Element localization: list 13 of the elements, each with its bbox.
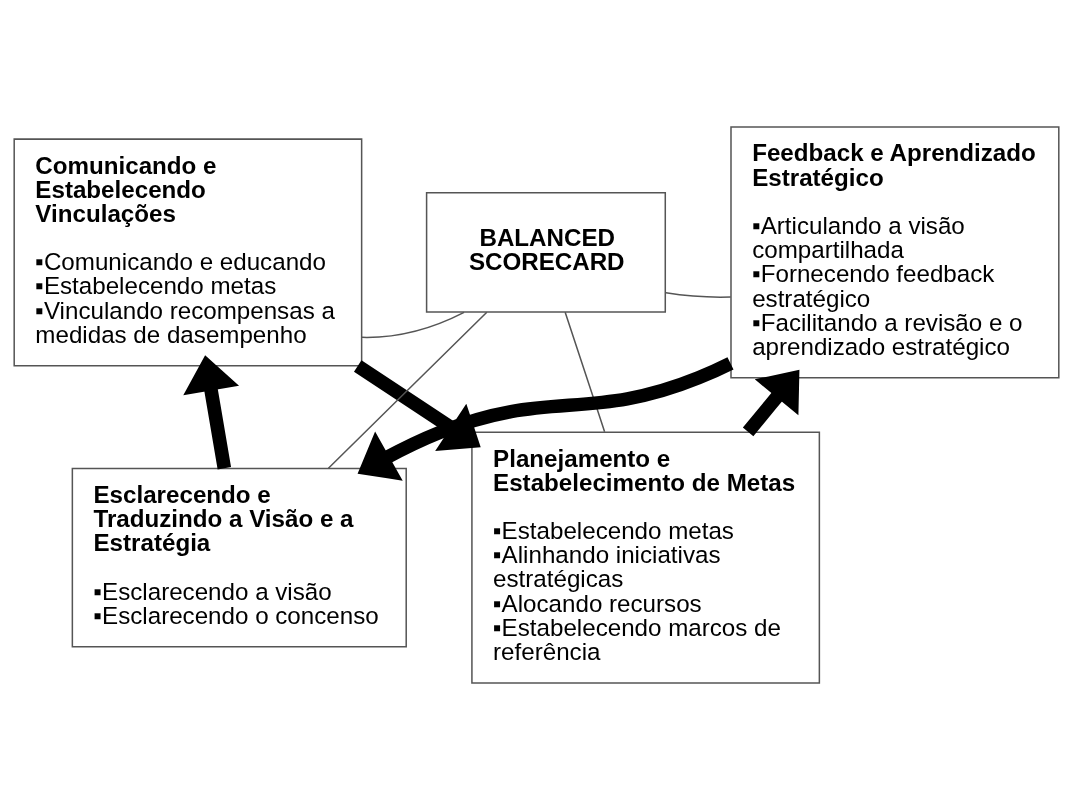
connector <box>361 311 465 339</box>
node-box: Comunicando e Estabelecendo Vinculações ▪Comunicando e educando ▪Estabelecendo metas ▪Vinculando recompensas a medidas de dasempenho <box>13 138 363 367</box>
node-box: BALANCED SCORECARD <box>425 192 667 313</box>
node-box: Planejamento e Estabelecimento de Metas ▪Estabelecendo metas ▪Alinhando iniciativas estratégicas ▪Alocando recursos ▪Estabelecendo marcos de referência <box>471 431 821 684</box>
arrow <box>357 357 734 481</box>
node-box: Esclarecendo e Traduzindo a Visão e a Estratégia ▪Esclarecendo a visão ▪Esclarecendo o concenso <box>71 467 407 648</box>
connector <box>327 311 488 469</box>
arrow <box>354 360 481 451</box>
arrow <box>183 355 240 470</box>
connector <box>564 311 606 433</box>
arrow <box>742 369 800 437</box>
node-box: Feedback e Aprendizado Estratégico ▪Articulando a visão compartilhada ▪Fornecendo feedback estratégico ▪Facilitando a revisão e o aprendizado estratégico <box>730 126 1060 379</box>
connector <box>665 292 732 298</box>
